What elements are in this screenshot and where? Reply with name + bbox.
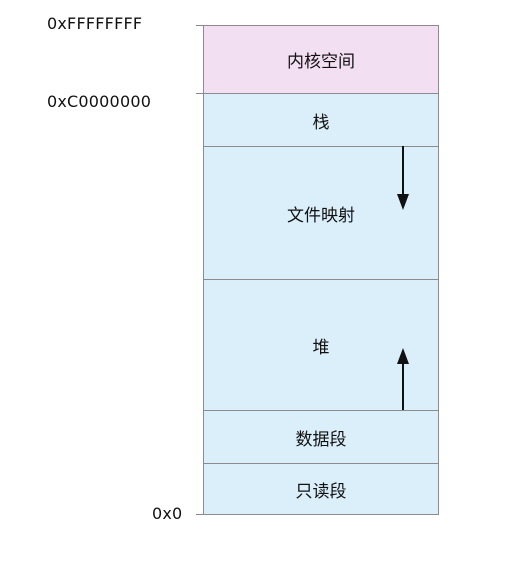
memory-layout-diagram: 内核空间 栈 文件映射 堆 数据段 只读段	[203, 25, 439, 515]
address-tick-bottom	[196, 514, 204, 515]
segment-label-readonly: 只读段	[295, 481, 347, 502]
segment-label-kernel-space: 内核空间	[287, 52, 355, 72]
segment-heap: 堆	[204, 280, 438, 411]
address-label-top: 0xFFFFFFFF	[47, 14, 143, 33]
address-tick-top	[196, 25, 204, 26]
segment-readonly: 只读段	[204, 464, 438, 514]
address-label-bottom: 0x0	[152, 504, 183, 523]
segment-kernel-space: 内核空间	[204, 26, 438, 94]
segment-label-heap: 堆	[312, 337, 330, 358]
up-arrow-icon	[397, 348, 409, 410]
segment-stack: 栈	[204, 94, 438, 147]
address-label-kernel-boundary: 0xC0000000	[47, 92, 152, 111]
segment-label-stack: 栈	[312, 112, 330, 133]
segment-label-data: 数据段	[295, 429, 347, 450]
segment-label-file-mapping: 文件映射	[287, 205, 355, 226]
down-arrow-icon	[397, 146, 409, 210]
segment-file-mapping: 文件映射	[204, 147, 438, 280]
segment-data: 数据段	[204, 411, 438, 464]
address-tick-kernel-boundary	[196, 93, 204, 94]
